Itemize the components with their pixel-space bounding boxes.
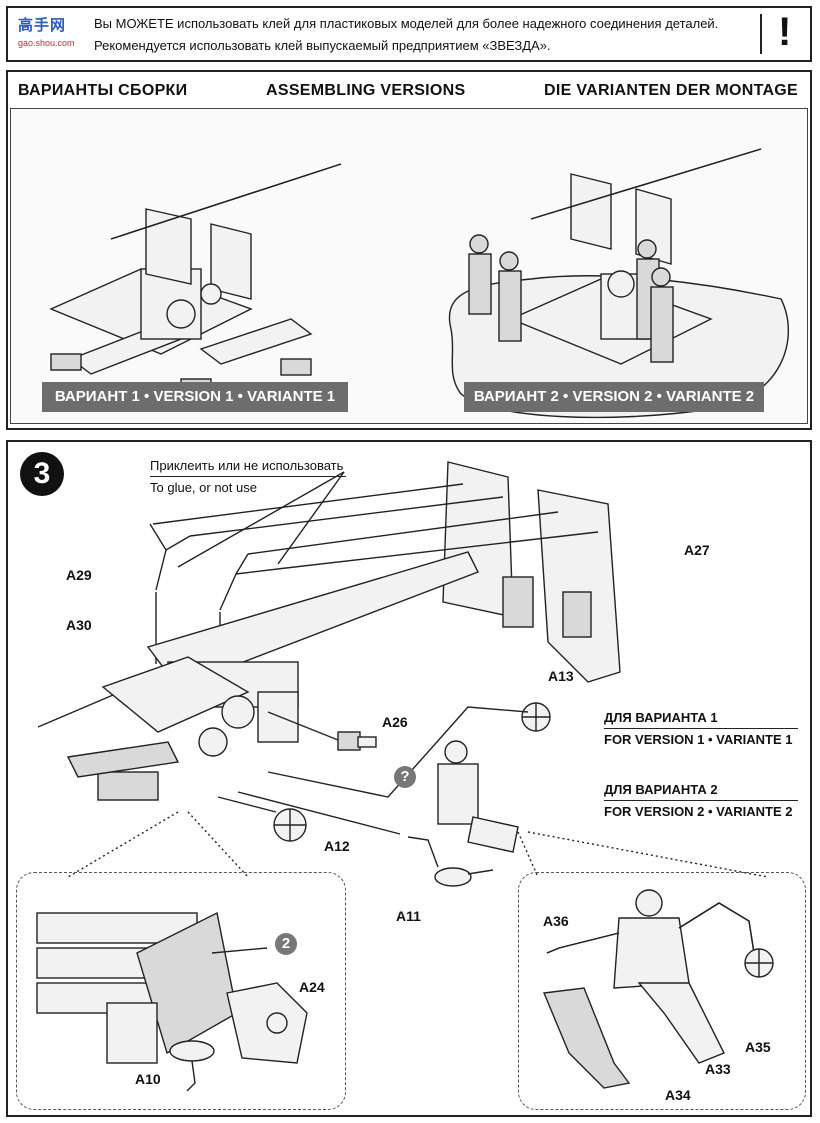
part-label-a35: A35 xyxy=(745,1039,771,1055)
notice-line-1: Вы МОЖЕТЕ использовать клей для пластико… xyxy=(94,16,719,31)
versions-illustration-area xyxy=(10,108,808,424)
versions-illustration xyxy=(49,148,789,419)
part-label-a13: A13 xyxy=(548,668,574,684)
gun-version-1-drawing xyxy=(49,163,342,396)
version-2-note-ru: ДЛЯ ВАРИАНТА 2 xyxy=(604,782,718,797)
question-mark-icon: ? xyxy=(394,766,416,788)
glue-note-divider xyxy=(150,476,346,477)
glue-notice-box: 高手网 gao.shou.com Вы МОЖЕТЕ использовать … xyxy=(6,6,812,62)
part-label-a27: A27 xyxy=(684,542,710,558)
part-label-a12: A12 xyxy=(324,838,350,854)
gun-mechanism-detail-drawing xyxy=(36,911,308,1092)
versions-heading-en: ASSEMBLING VERSIONS xyxy=(266,82,466,99)
notice-line-2: Рекомендуется использовать клей выпускае… xyxy=(94,38,551,53)
part-a26-drawing xyxy=(267,711,377,751)
part-label-a26: A26 xyxy=(382,714,408,730)
main-gun-drawing xyxy=(37,551,479,801)
assembling-versions-panel: ВАРИАНТЫ СБОРКИ ASSEMBLING VERSIONS DIE … xyxy=(6,70,812,430)
versions-heading-ru: ВАРИАНТЫ СБОРКИ xyxy=(18,82,188,99)
part-a27-drawing xyxy=(442,461,621,683)
version-2-note-en: FOR VERSION 2 • VARIANTE 2 xyxy=(604,804,793,819)
version-2-banner: ВАРИАНТ 2 • VERSION 2 • VARIANTE 2 xyxy=(464,382,764,412)
part-a29-a30-drawing xyxy=(149,471,599,697)
part-label-a24: A24 xyxy=(299,979,325,995)
part-label-a11: A11 xyxy=(396,908,421,924)
version-2-divider xyxy=(604,800,798,801)
part-a13-drawing xyxy=(267,702,551,798)
detail-box-gun-mechanism: 2 A24 A10 xyxy=(16,872,346,1110)
crewman-detail-drawing xyxy=(542,889,774,1089)
detail-ref-icon: 2 xyxy=(275,933,297,955)
assembly-step-panel: 3 Приклеить или не использовать To glue,… xyxy=(6,440,812,1117)
version-1-note-ru: ДЛЯ ВАРИАНТА 1 xyxy=(604,710,718,725)
site-logo: 高手网 gao.shou.com xyxy=(12,12,78,58)
logo-title: 高手网 xyxy=(18,17,67,34)
part-a11-drawing xyxy=(237,791,494,887)
detail-box-crewman: A36 A35 A33 A34 xyxy=(518,872,806,1110)
part-label-a36: A36 xyxy=(543,913,569,929)
logo-subtitle: gao.shou.com xyxy=(18,38,75,48)
version-1-note-en: FOR VERSION 1 • VARIANTE 1 xyxy=(604,732,793,747)
versions-heading-de: DIE VARIANTEN DER MONTAGE xyxy=(544,82,799,99)
notice-divider xyxy=(760,14,762,54)
step-number-badge: 3 xyxy=(20,452,64,496)
part-label-a33: A33 xyxy=(705,1061,731,1077)
part-label-a30: A30 xyxy=(66,617,92,633)
version-1-banner: ВАРИАНТ 1 • VERSION 1 • VARIANTE 1 xyxy=(42,382,348,412)
version-1-divider xyxy=(604,728,798,729)
gun-version-2-drawing xyxy=(448,148,789,419)
glue-note-en: To glue, or not use xyxy=(150,480,257,495)
glue-note-ru: Приклеить или не использовать xyxy=(150,458,344,473)
step-3-illustration xyxy=(37,461,769,887)
part-label-a10: A10 xyxy=(135,1071,161,1087)
seated-crewman-drawing xyxy=(437,740,519,853)
part-label-a29: A29 xyxy=(66,567,92,583)
part-label-a34: A34 xyxy=(665,1087,691,1103)
exclamation-icon: ! xyxy=(778,10,792,54)
part-a12-drawing xyxy=(217,796,307,842)
